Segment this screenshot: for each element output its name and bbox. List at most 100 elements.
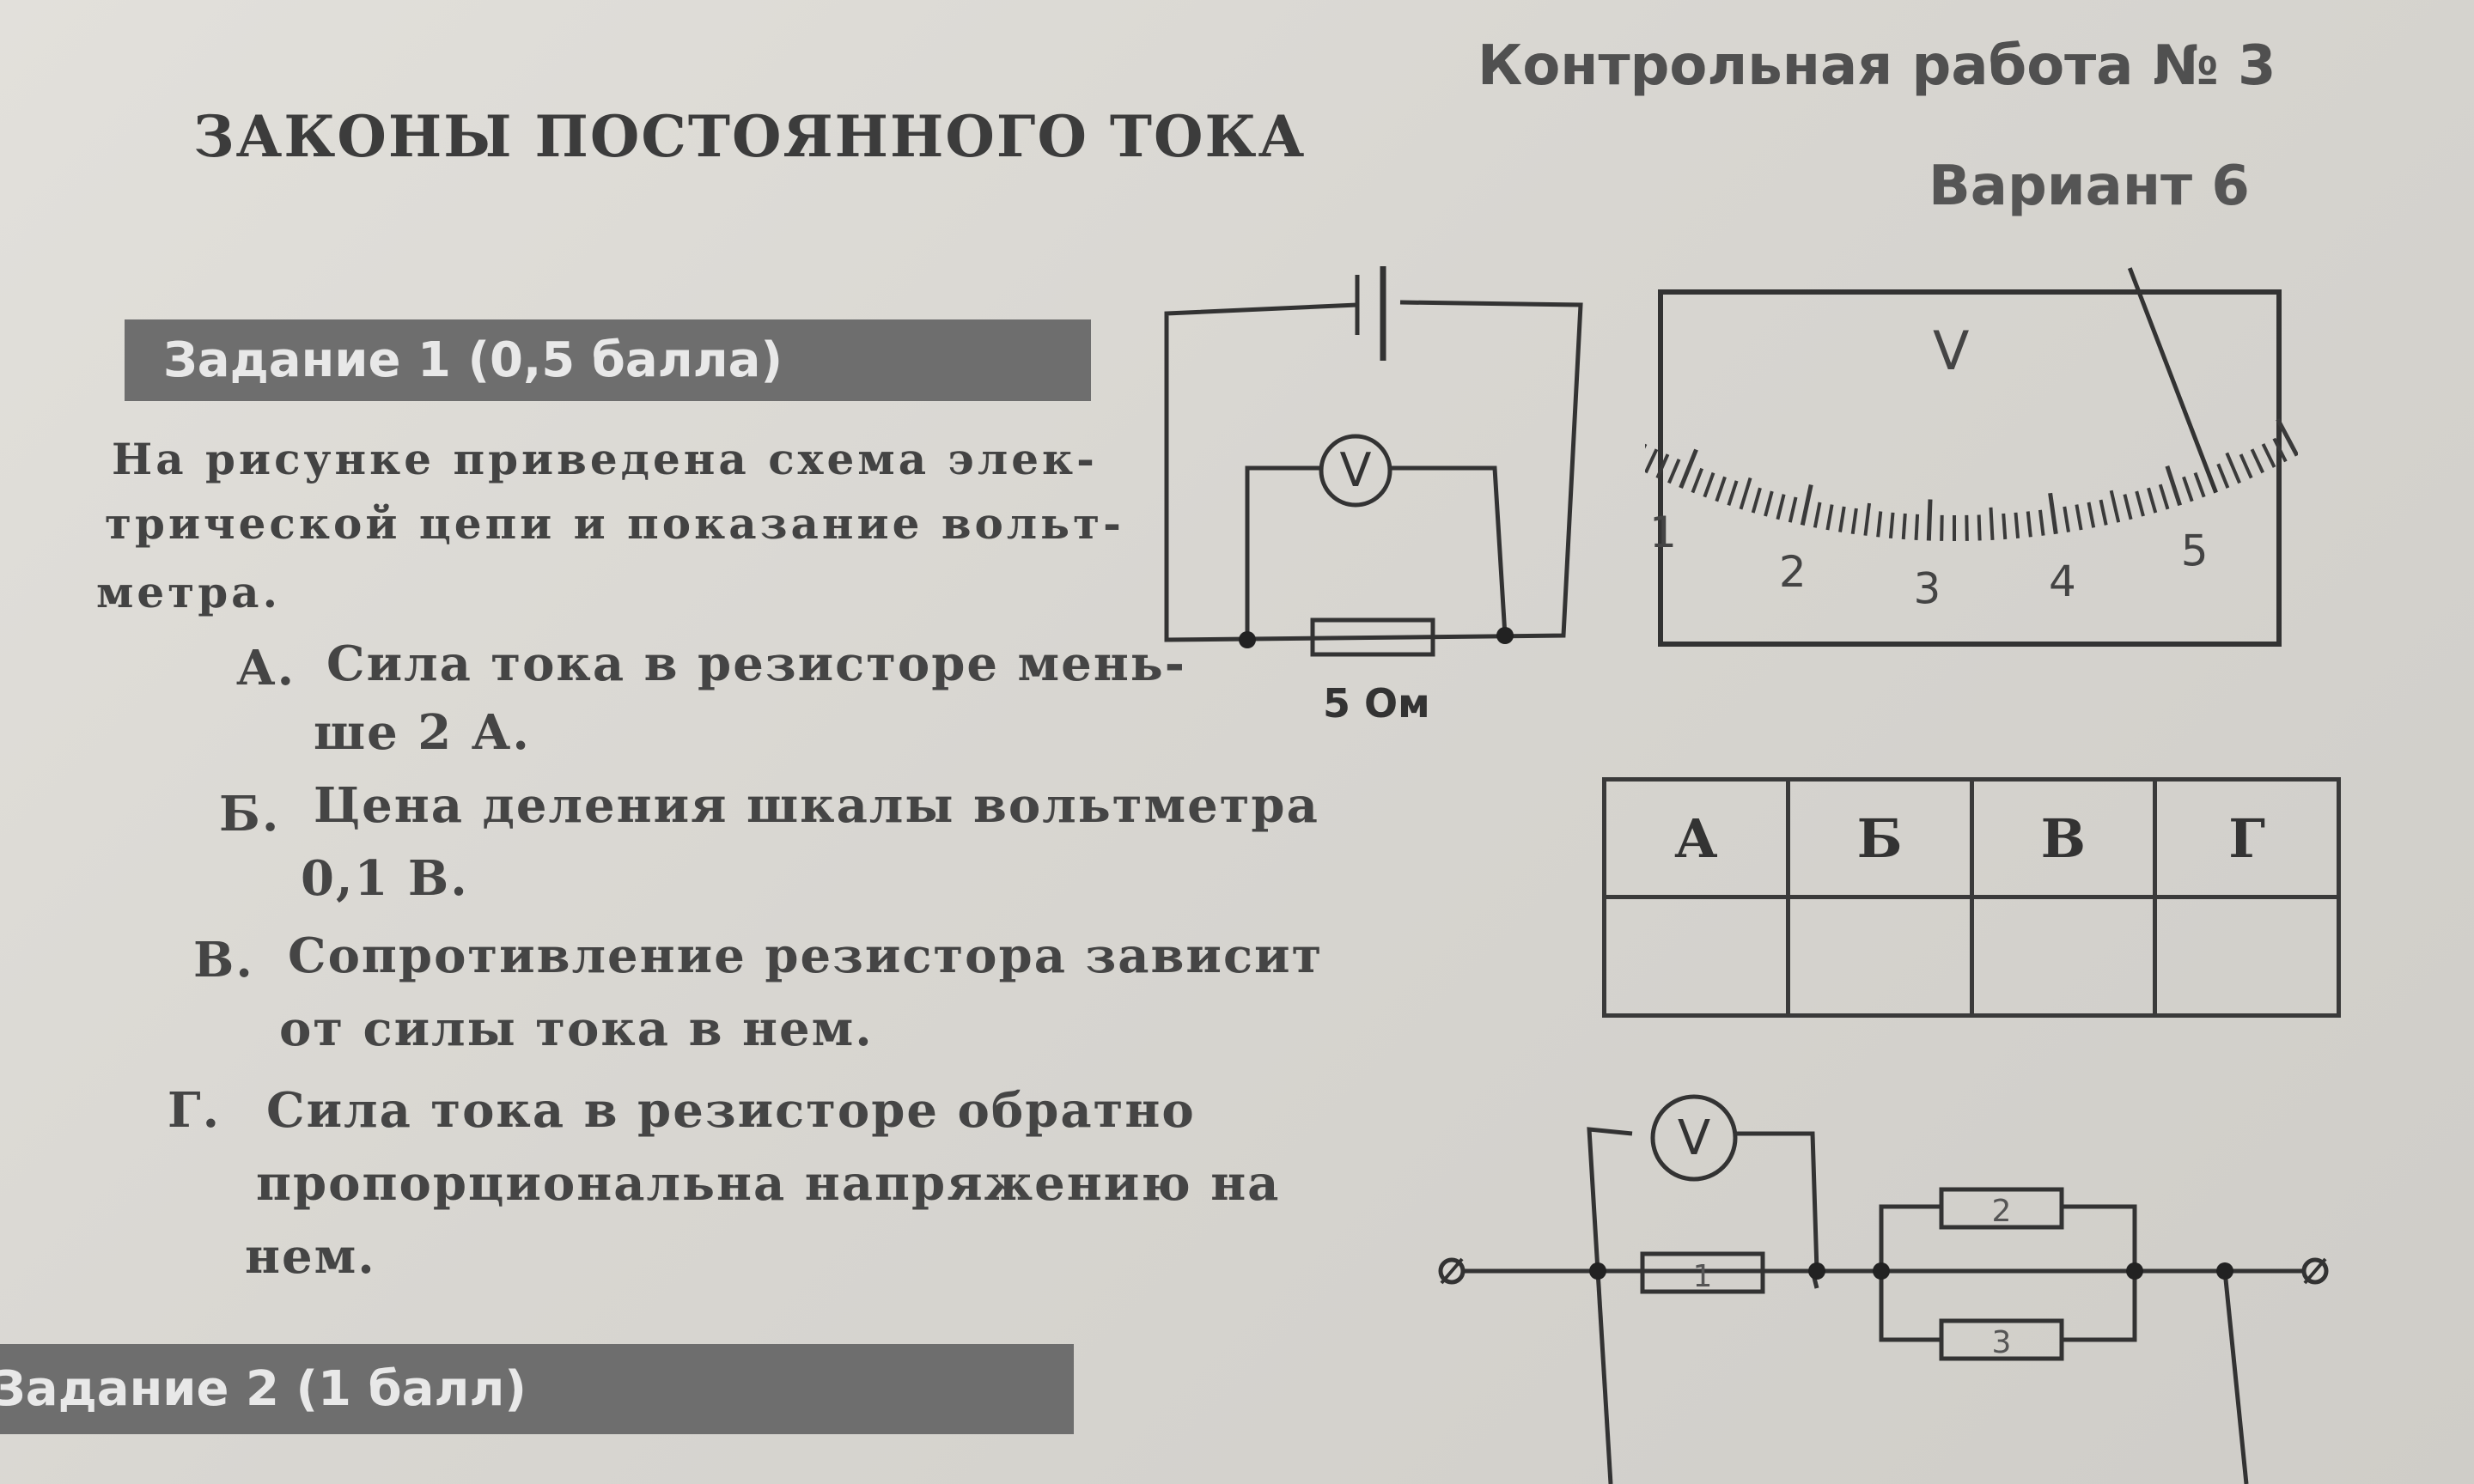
scale-tick — [2075, 504, 2083, 531]
scale-tick — [1751, 487, 1762, 514]
scale-tick — [1863, 502, 1872, 536]
scale-tick — [1727, 480, 1739, 507]
table-header-row: А Б В Г — [1602, 777, 2341, 899]
option-b-letter: Б. — [219, 786, 281, 842]
scale-tick — [2182, 476, 2194, 502]
table-header-cell: Б — [1785, 777, 1974, 899]
scale-tick — [2276, 417, 2298, 457]
scale-tick — [2158, 484, 2170, 510]
junction-dot — [1808, 1262, 1825, 1280]
voltmeter-needle — [2127, 267, 2218, 494]
section-title: ЗАКОНЫ ПОСТОЯННОГО ТОКА — [193, 103, 1307, 170]
resistor-number-label: 3 — [1992, 1325, 2012, 1360]
answer-table: А Б В Г — [1602, 777, 2341, 1018]
scale-tick — [2193, 471, 2206, 498]
scale-tick — [1788, 496, 1798, 523]
option-v-letter: В. — [193, 932, 254, 988]
scale-tick — [2272, 437, 2288, 463]
voltmeter-letter: V — [1933, 319, 1969, 382]
scale-tick — [2038, 509, 2045, 536]
option-v-line: Сопротивление резистора зависит — [288, 928, 1324, 984]
scale-tick — [1655, 453, 1670, 479]
scale-tick — [2165, 465, 2183, 507]
answer-cell-b[interactable] — [1785, 895, 1974, 1018]
scale-tick — [2002, 513, 2008, 540]
scale-tick — [1965, 514, 1969, 541]
scale-tick — [1977, 514, 1982, 541]
circuit-diagram-2: V 1 2 3 — [1438, 1094, 2329, 1484]
scale-tick — [2261, 443, 2276, 468]
scale-tick — [1691, 467, 1704, 494]
resistor-number-label: 2 — [1992, 1194, 2012, 1229]
answer-cell-g[interactable] — [2153, 895, 2341, 1018]
voltmeter-symbol-label: V — [1678, 1110, 1710, 1166]
scale-tick — [1776, 494, 1786, 520]
task2-title: Задание 2 (1 балл) — [0, 1361, 527, 1417]
scale-tick-label: 1 — [1649, 508, 1677, 557]
scale-tick — [1645, 443, 1648, 449]
work-title: Контрольная работа № 3 — [1478, 34, 2276, 98]
option-g-line: Сила тока в резисторе обратно — [266, 1082, 1196, 1139]
junction-dot — [1239, 631, 1256, 648]
scale-tick — [1813, 502, 1822, 528]
option-b-line: 0,1 В. — [301, 850, 469, 907]
resistor-number-label: 1 — [1693, 1259, 1713, 1294]
voltmeter-symbol-label: V — [1340, 443, 1372, 497]
scale-tick — [1989, 507, 1995, 540]
task1-title: Задание 1 (0,5 балла) — [163, 332, 783, 388]
task1-prompt-line: трической цепи и показание вольт- — [105, 498, 1124, 549]
scale-tick — [1764, 490, 1774, 517]
scale-tick — [1838, 506, 1846, 532]
scale-tick — [2099, 499, 2108, 526]
scale-tick — [2225, 452, 2241, 484]
scale-tick — [2026, 511, 2032, 538]
scale-tick — [2135, 490, 2145, 517]
scale-tick — [2109, 490, 2121, 523]
option-a-line: ше 2 А. — [314, 704, 531, 761]
scale-tick — [1914, 514, 1920, 540]
option-g-letter: Г. — [168, 1082, 222, 1139]
scale-tick — [1703, 471, 1715, 498]
scale-tick — [2239, 453, 2253, 479]
scale-tick — [2216, 463, 2230, 489]
task2-title-bar: Задание 2 (1 балл) — [0, 1344, 1074, 1434]
scale-tick — [1825, 504, 1834, 531]
option-g-line: пропорциональна напряжению на — [256, 1155, 1281, 1212]
answer-cell-v[interactable] — [1969, 895, 2158, 1018]
scale-tick — [1926, 499, 1933, 541]
junction-dot — [1496, 627, 1514, 644]
scale-tick — [2048, 492, 2058, 535]
scale-tick — [2250, 448, 2265, 474]
option-a-letter: А. — [236, 640, 296, 696]
junction-dot — [2216, 1262, 2233, 1280]
scale-tick — [1679, 448, 1698, 490]
scale-tick — [1901, 513, 1907, 540]
scale-tick — [1876, 511, 1883, 538]
option-b-line: Цена деления шкалы вольтметра — [314, 777, 1319, 834]
junction-dot — [1873, 1262, 1890, 1280]
scale-tick — [2147, 487, 2158, 514]
scale-tick — [1645, 448, 1659, 474]
table-header-cell: В — [1969, 777, 2158, 899]
circuit-diagram-1: V 5 Ом — [1164, 266, 1583, 727]
resistor-label: 5 Ом — [1323, 680, 1430, 727]
scale-tick — [1667, 459, 1681, 484]
scale-tick-label: 3 — [1914, 563, 1941, 613]
scale-tick-label: 4 — [2049, 556, 2076, 606]
task1-prompt-line: На рисунке приведена схема элек- — [112, 434, 1098, 484]
answer-cell-a[interactable] — [1602, 895, 1790, 1018]
scale-tick — [2063, 506, 2070, 532]
scale-tick — [2123, 494, 2133, 520]
scale-tick-label: 5 — [2181, 526, 2209, 576]
table-header-cell: Г — [2153, 777, 2341, 899]
table-header-cell: А — [1602, 777, 1790, 899]
scale-tick — [1715, 476, 1727, 502]
task1-title-bar: Задание 1 (0,5 балла) — [125, 319, 1091, 401]
scale-tick — [2014, 512, 2020, 538]
variant-label: Вариант 6 — [1929, 155, 2250, 218]
option-a-line: Сила тока в резисторе мень- — [326, 636, 1187, 692]
scale-tick — [1850, 508, 1858, 535]
scale-tick — [1940, 514, 1944, 541]
table-answer-row — [1602, 895, 2341, 1018]
